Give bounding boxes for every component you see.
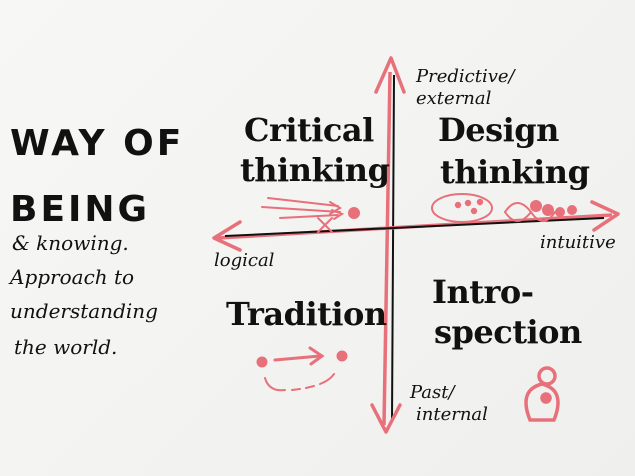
vertical-axis-highlight <box>382 71 392 426</box>
quadrant-top-right-line-1: Design <box>438 111 559 149</box>
tradition-doodle <box>256 346 348 392</box>
axis-label-right: intuitive <box>540 232 616 253</box>
critical-thinking-doodle <box>261 197 360 233</box>
design-thinking-doodle <box>431 193 577 223</box>
bottom-arrowhead <box>370 403 402 434</box>
quadrant-top-right-line-2: thinking <box>440 153 590 191</box>
vertical-axis-line <box>391 74 395 421</box>
axis-label-bottom: Past/ <box>410 382 455 403</box>
subtitle-line-4: the world. <box>14 335 118 359</box>
subtitle-line-3: understanding <box>10 299 158 323</box>
heading-line-2: BEING <box>10 189 151 230</box>
quadrant-top-left-line-2: thinking <box>240 151 390 189</box>
subtitle-line-2: Approach to <box>10 265 135 289</box>
quadrant-bottom-left: Tradition <box>226 295 387 333</box>
top-arrowhead <box>374 56 406 94</box>
axis-label-top-2: external <box>416 88 492 109</box>
axis-label-top: Predictive/ <box>416 66 515 87</box>
introspection-figure-icon <box>524 366 560 422</box>
quadrant-bottom-right-line-1: Intro- <box>432 273 534 311</box>
axis-label-bottom-2: internal <box>416 404 488 425</box>
quadrant-bottom-right-line-2: spection <box>434 313 582 351</box>
axis-label-left: logical <box>214 250 275 271</box>
heading-line-1: WAY OF <box>10 123 185 164</box>
left-arrowhead <box>212 220 242 252</box>
quadrant-top-left-line-1: Critical <box>244 111 374 149</box>
right-arrowhead <box>590 200 620 232</box>
subtitle-line-1: & knowing. <box>12 231 129 255</box>
